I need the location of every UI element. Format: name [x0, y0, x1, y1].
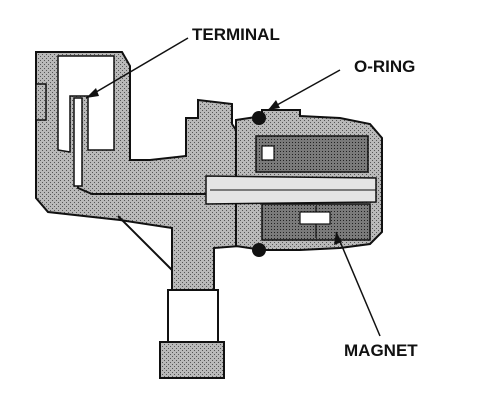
o-ring-bottom	[252, 243, 266, 257]
terminal-pin	[73, 97, 83, 187]
magnet-slot	[299, 211, 331, 225]
magnet-arrowhead	[334, 232, 342, 245]
housing-brace	[117, 215, 173, 271]
o-ring-label: O-RING	[354, 57, 415, 76]
connector-housing	[35, 51, 241, 291]
barrel-upper-chamber	[255, 135, 369, 173]
terminal-leader	[85, 37, 189, 99]
terminal-arrowhead	[86, 88, 99, 98]
connector-tab	[35, 83, 47, 121]
sensor-barrel	[205, 109, 383, 251]
terminal-label: TERMINAL	[192, 25, 280, 44]
barrel-window	[261, 145, 275, 161]
housing-body	[35, 51, 241, 379]
mount-leg	[167, 289, 219, 343]
o-ring-arrowhead	[268, 100, 280, 110]
mount-foot	[159, 341, 225, 379]
o-ring-top	[252, 111, 266, 125]
o-ring-leader	[267, 69, 341, 111]
magnet-leader	[335, 231, 381, 337]
magnet-label: MAGNET	[344, 341, 418, 360]
o-rings	[252, 111, 266, 257]
leader-lines	[85, 37, 381, 337]
